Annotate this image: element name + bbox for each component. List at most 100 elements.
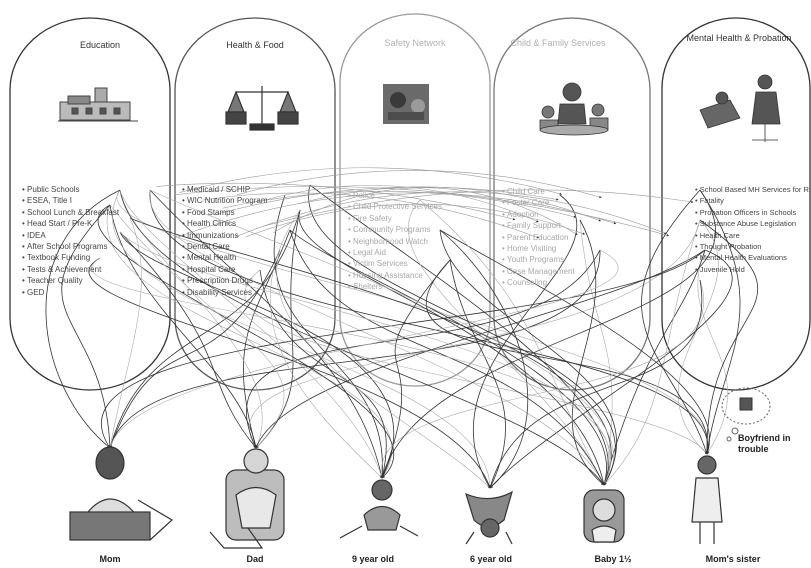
list-item: ESEA, Title I: [22, 195, 119, 206]
list-item: Legal Aid: [348, 247, 442, 258]
mom-figure-icon: [69, 446, 174, 541]
list-item: Counseling: [502, 277, 575, 288]
list-item: After School Programs: [22, 241, 119, 252]
connection-arrow: [419, 199, 605, 486]
connection-arrow: [109, 204, 285, 449]
list-item: Neighborhood Watch: [348, 236, 442, 247]
connection-arrow: [697, 249, 728, 455]
connection-arrow: [255, 209, 301, 449]
connection-arrow: [273, 194, 384, 479]
list-item: Shelters: [348, 281, 442, 292]
person-label-moms-sister: Mom's sister: [705, 554, 761, 564]
connection-arrow: [603, 219, 701, 486]
column-title-mental: Mental Health & Probation: [686, 33, 792, 43]
list-item: Victim Services: [348, 258, 442, 269]
scales-icon: [225, 86, 299, 131]
connection-arrow: [119, 189, 263, 449]
connection-arrow: [449, 259, 506, 489]
connection-arrow: [308, 184, 616, 486]
list-item: Home Visiting: [502, 243, 575, 254]
connection-arrow: [255, 249, 706, 449]
column-title-health: Health & Food: [226, 40, 284, 50]
cross-column-arrow: [262, 189, 694, 227]
health-service-list: Medicaid / SCHIP WIC Nutrition Program F…: [182, 184, 268, 298]
six-year-old-figure-icon: [465, 490, 513, 545]
list-item: Community Programs: [348, 224, 442, 235]
list-item: Child Care: [502, 186, 575, 197]
connection-arrow: [259, 269, 387, 479]
connection-arrow: [109, 204, 258, 449]
baby-figure-icon: [583, 489, 625, 543]
connection-arrow: [641, 189, 708, 455]
person-label-dad: Dad: [246, 554, 264, 564]
moms-sister-figure-icon: [691, 455, 723, 544]
column-title-safety: Safety Network: [384, 38, 446, 48]
list-item: Hospital Care: [182, 264, 268, 275]
person-label-mom: Mom: [99, 554, 121, 564]
connection-arrow: [249, 219, 701, 449]
connection-arrow: [270, 209, 383, 479]
connection-arrow: [100, 249, 706, 449]
connection-arrow: [109, 249, 601, 449]
list-item: Family Support: [502, 220, 575, 231]
counseling-session-icon: [699, 74, 781, 142]
list-item: GED: [22, 287, 119, 298]
list-item: WIC Nutrition Program: [182, 195, 267, 206]
list-item: Youth Programs: [502, 254, 575, 265]
column-health-shape: [174, 17, 336, 391]
list-item: Health Care: [695, 230, 811, 241]
list-item: Juvenile Hold: [695, 264, 811, 275]
cross-column-arrow: [179, 167, 562, 195]
connection-arrow: [246, 249, 601, 449]
person-label-six-year-old: 6 year old: [469, 554, 513, 564]
connection-arrow: [289, 229, 605, 486]
connection-arrow: [603, 249, 706, 486]
list-item: Substance Abuse Legislation: [695, 218, 811, 229]
connection-arrow: [489, 279, 703, 489]
safety-photo-icon: [383, 84, 429, 124]
mental-health-service-list: School Based MH Services for Rural Fatal…: [695, 184, 811, 275]
list-item: Prescription Drugs: [182, 275, 268, 286]
list-item: School Based MH Services for Rural: [695, 184, 811, 195]
connection-arrow: [298, 209, 606, 486]
boyfriend-label: Boyfriend in trouble: [738, 433, 791, 454]
connection-arrow: [426, 259, 709, 455]
connection-arrow: [119, 189, 383, 479]
connection-arrow: [119, 231, 394, 479]
connection-arrow: [109, 249, 281, 449]
list-item: Police: [348, 190, 442, 201]
connection-arrow: [579, 219, 613, 486]
person-label-nine-year-old: 9 year old: [351, 554, 395, 564]
list-item: IDEA: [22, 230, 119, 241]
boyfriend-thought-bubble: [721, 387, 771, 442]
connection-arrow: [289, 229, 607, 486]
list-item: Probation Officers in Schools: [695, 207, 811, 218]
connection-arrow: [119, 231, 611, 486]
list-item: Mental Health Evaluations: [695, 252, 811, 263]
list-item: Mental Health: [182, 252, 268, 263]
education-service-list: Public Schools ESEA, Title I School Lunc…: [22, 184, 119, 298]
list-item: Dental Care: [182, 241, 268, 252]
list-item: Textbook Funding: [22, 252, 119, 263]
list-item: Medicaid / SCHIP: [182, 184, 268, 195]
family-group-icon: [539, 82, 609, 136]
list-item: Foster Care: [502, 197, 575, 208]
family-service-list: Child Care Foster Care Adoption Family S…: [502, 186, 575, 289]
connection-arrow: [571, 219, 605, 486]
list-item: Tests & Achievement: [22, 264, 119, 275]
column-title-family: Child & Family Services: [510, 38, 606, 48]
list-item: School Lunch & Breakfast: [22, 207, 119, 218]
connection-arrow: [109, 217, 142, 449]
list-item: Child Protective Services: [348, 201, 442, 212]
nine-year-old-figure-icon: [339, 479, 419, 539]
connection-arrow: [119, 231, 257, 449]
safety-service-list: Police Child Protective Services Fire Sa…: [348, 190, 442, 293]
connection-arrow: [109, 209, 301, 449]
dad-figure-icon: [209, 448, 285, 549]
list-item: Fire Safety: [348, 213, 442, 224]
column-family-shape: [493, 17, 651, 391]
schoolhouse-icon: [58, 87, 138, 122]
connection-arrow: [244, 269, 708, 455]
connection-arrow: [116, 189, 710, 455]
list-item: Teacher Quality: [22, 275, 119, 286]
